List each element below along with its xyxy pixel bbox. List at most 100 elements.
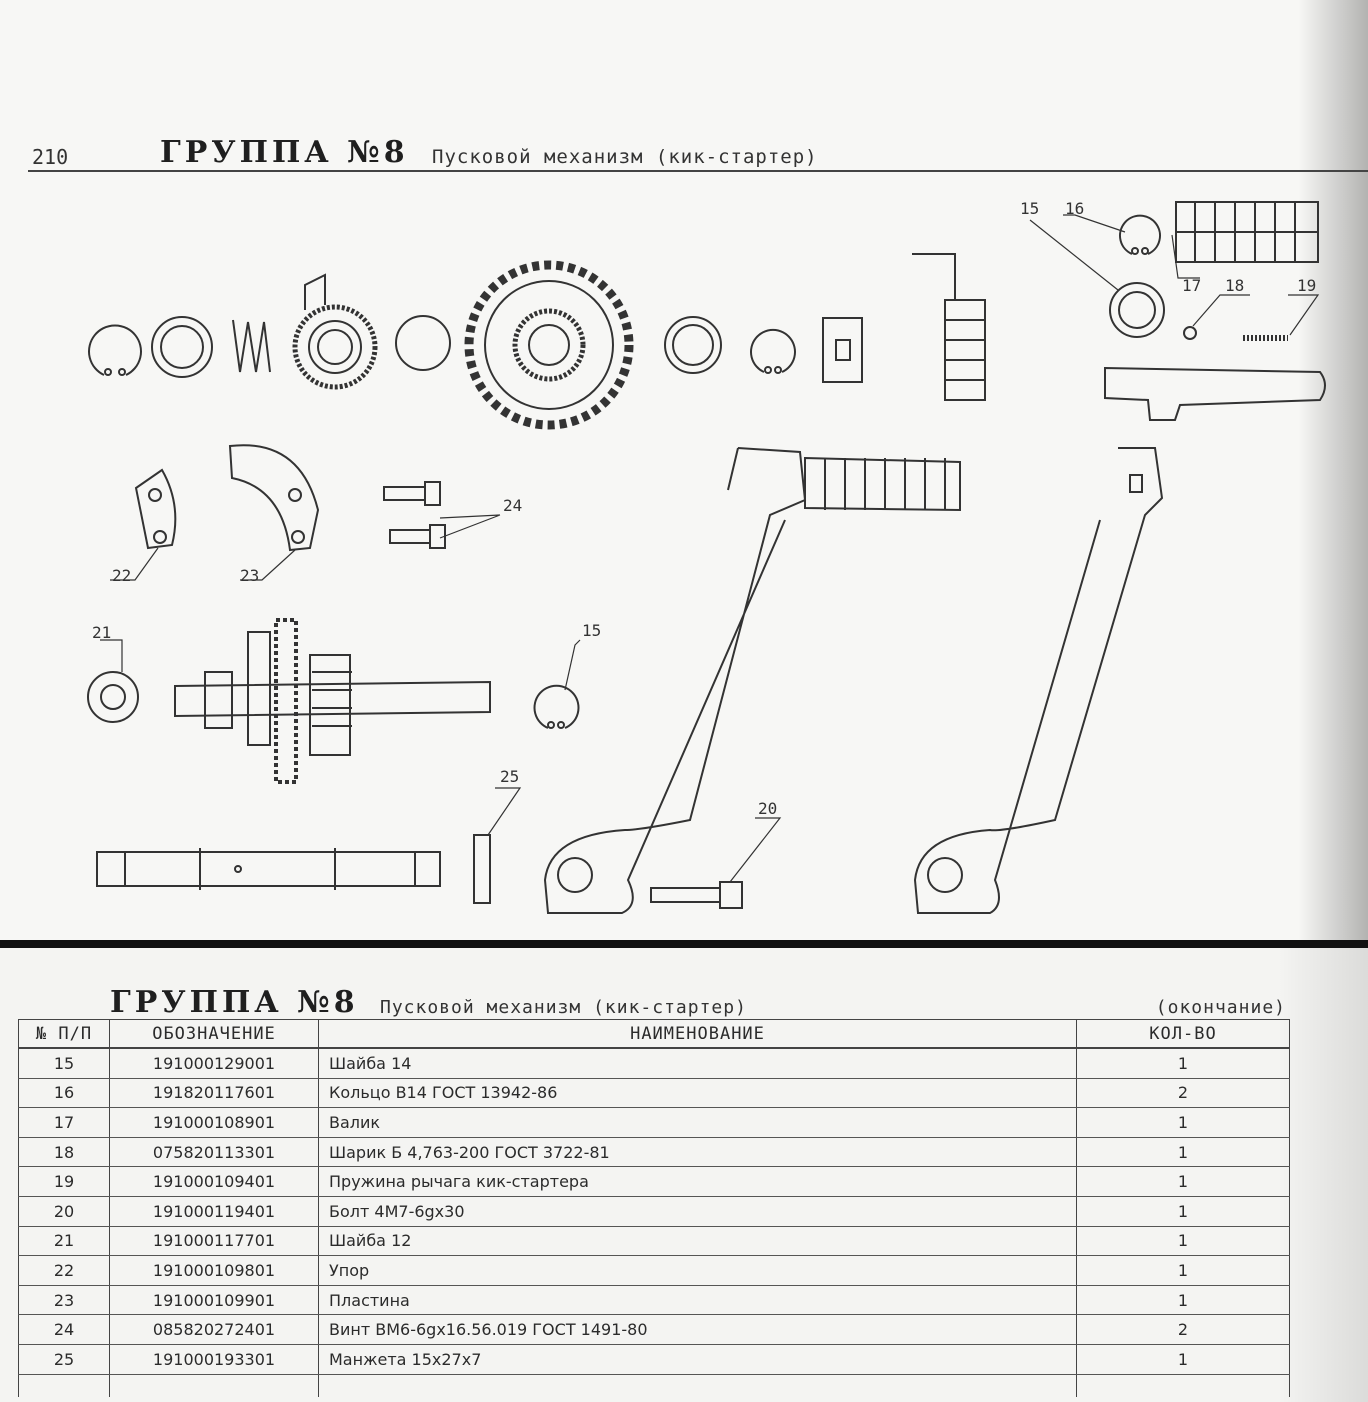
cell-name: Шайба 12 [318, 1226, 1077, 1257]
kick-lever-head [1104, 366, 1326, 421]
callout-15-mid: 15 [582, 621, 601, 640]
callout-24: 24 [503, 496, 522, 515]
circlip-left [88, 324, 142, 376]
kick-lever-spare [913, 447, 1164, 914]
cell-quantity: 1 [1076, 1255, 1290, 1286]
callout-25: 25 [500, 767, 519, 786]
cell-designation: 191000129001 [109, 1048, 319, 1079]
cell-designation: 191000108901 [109, 1107, 319, 1138]
callout-22: 22 [112, 566, 131, 585]
cell-designation: 191000109901 [109, 1285, 319, 1316]
continuation-label: (окончание) [1155, 997, 1286, 1018]
washer-2 [395, 315, 451, 371]
part-24-screws [383, 481, 446, 549]
cell-designation: 191000193301 [109, 1344, 319, 1375]
washer-1 [151, 316, 213, 378]
exploded-parts-diagram: 15 16 17 18 19 22 23 24 21 15 25 20 [87, 199, 1326, 914]
cell-number: 24 [18, 1314, 110, 1345]
cell-name: Болт 4М7-6gx30 [318, 1196, 1077, 1227]
cell-name: Шарик Б 4,763-200 ГОСТ 3722-81 [318, 1137, 1077, 1168]
page-number: 210 [32, 145, 69, 169]
cell-number: 21 [18, 1226, 110, 1257]
cell-designation: 085820272401 [109, 1314, 319, 1345]
part-15-washer [1109, 282, 1165, 338]
column-header-qty: КОЛ-ВО [1076, 1019, 1290, 1049]
torsion-spring [912, 253, 986, 401]
scan-divider [0, 940, 1368, 948]
circlip-2 [750, 329, 796, 374]
empty-cell [109, 1374, 319, 1397]
kick-lever-assembled [543, 447, 961, 914]
coupling-block [822, 317, 863, 383]
callout-17: 17 [1182, 276, 1201, 295]
part-20-bolt [650, 881, 743, 909]
cell-number: 22 [18, 1255, 110, 1286]
cell-quantity: 1 [1076, 1285, 1290, 1316]
cell-quantity: 1 [1076, 1196, 1290, 1227]
washer-3 [664, 316, 722, 374]
cell-number: 17 [18, 1107, 110, 1138]
shaft-assembly [174, 618, 491, 784]
cell-designation: 191000119401 [109, 1196, 319, 1227]
cell-number: 15 [18, 1048, 110, 1079]
parts-table: № П/П ОБОЗНАЧЕНИЕ НАИМЕНОВАНИЕ КОЛ-ВО 15… [18, 1019, 1290, 1397]
callout-19: 19 [1297, 276, 1316, 295]
cell-number: 18 [18, 1137, 110, 1168]
part-17-grip [1175, 201, 1319, 263]
callout-16: 16 [1065, 199, 1084, 218]
part-15-circlip [533, 684, 580, 729]
empty-cell [18, 1374, 110, 1397]
kickstart-gear [464, 260, 634, 430]
cell-designation: 191000117701 [109, 1226, 319, 1257]
cell-name: Пружина рычага кик-стартера [318, 1166, 1077, 1197]
cell-designation: 191000109801 [109, 1255, 319, 1286]
part-16-circlip [1119, 214, 1161, 255]
cell-number: 23 [18, 1285, 110, 1316]
cell-quantity: 1 [1076, 1137, 1290, 1168]
cell-quantity: 2 [1076, 1078, 1290, 1109]
cell-quantity: 1 [1076, 1048, 1290, 1079]
cell-name: Манжета 15x27x7 [318, 1344, 1077, 1375]
cell-number: 16 [18, 1078, 110, 1109]
cell-designation: 191000109401 [109, 1166, 319, 1197]
cell-name: Валик [318, 1107, 1077, 1138]
cell-designation: 191820117601 [109, 1078, 319, 1109]
part-23-plate [228, 444, 320, 552]
callout-18: 18 [1225, 276, 1244, 295]
part-18-ball [1183, 326, 1197, 340]
cell-name: Пластина [318, 1285, 1077, 1316]
ratchet-wheel [292, 273, 378, 390]
cell-name: Упор [318, 1255, 1077, 1286]
table-group-title: ГРУППА №8 [110, 985, 359, 1020]
cell-quantity: 1 [1076, 1226, 1290, 1257]
part-21-washer [87, 671, 139, 723]
cell-quantity: 1 [1076, 1344, 1290, 1375]
cell-quantity: 2 [1076, 1314, 1290, 1345]
cell-quantity: 1 [1076, 1107, 1290, 1138]
cell-number: 19 [18, 1166, 110, 1197]
callout-15-top: 15 [1020, 199, 1039, 218]
column-header-name: НАИМЕНОВАНИЕ [318, 1019, 1077, 1049]
callout-20: 20 [758, 799, 777, 818]
cell-number: 20 [18, 1196, 110, 1227]
cell-quantity: 1 [1076, 1166, 1290, 1197]
part-22-stop [134, 468, 177, 550]
table-group-subtitle: Пусковой механизм (кик-стартер) [380, 997, 747, 1018]
cell-name: Шайба 14 [318, 1048, 1077, 1079]
top-page-scan [1298, 0, 1368, 940]
table-empty-row [18, 1374, 1290, 1397]
column-header-num: № П/П [18, 1019, 110, 1049]
group-subtitle: Пусковой механизм (кик-стартер) [432, 146, 818, 168]
